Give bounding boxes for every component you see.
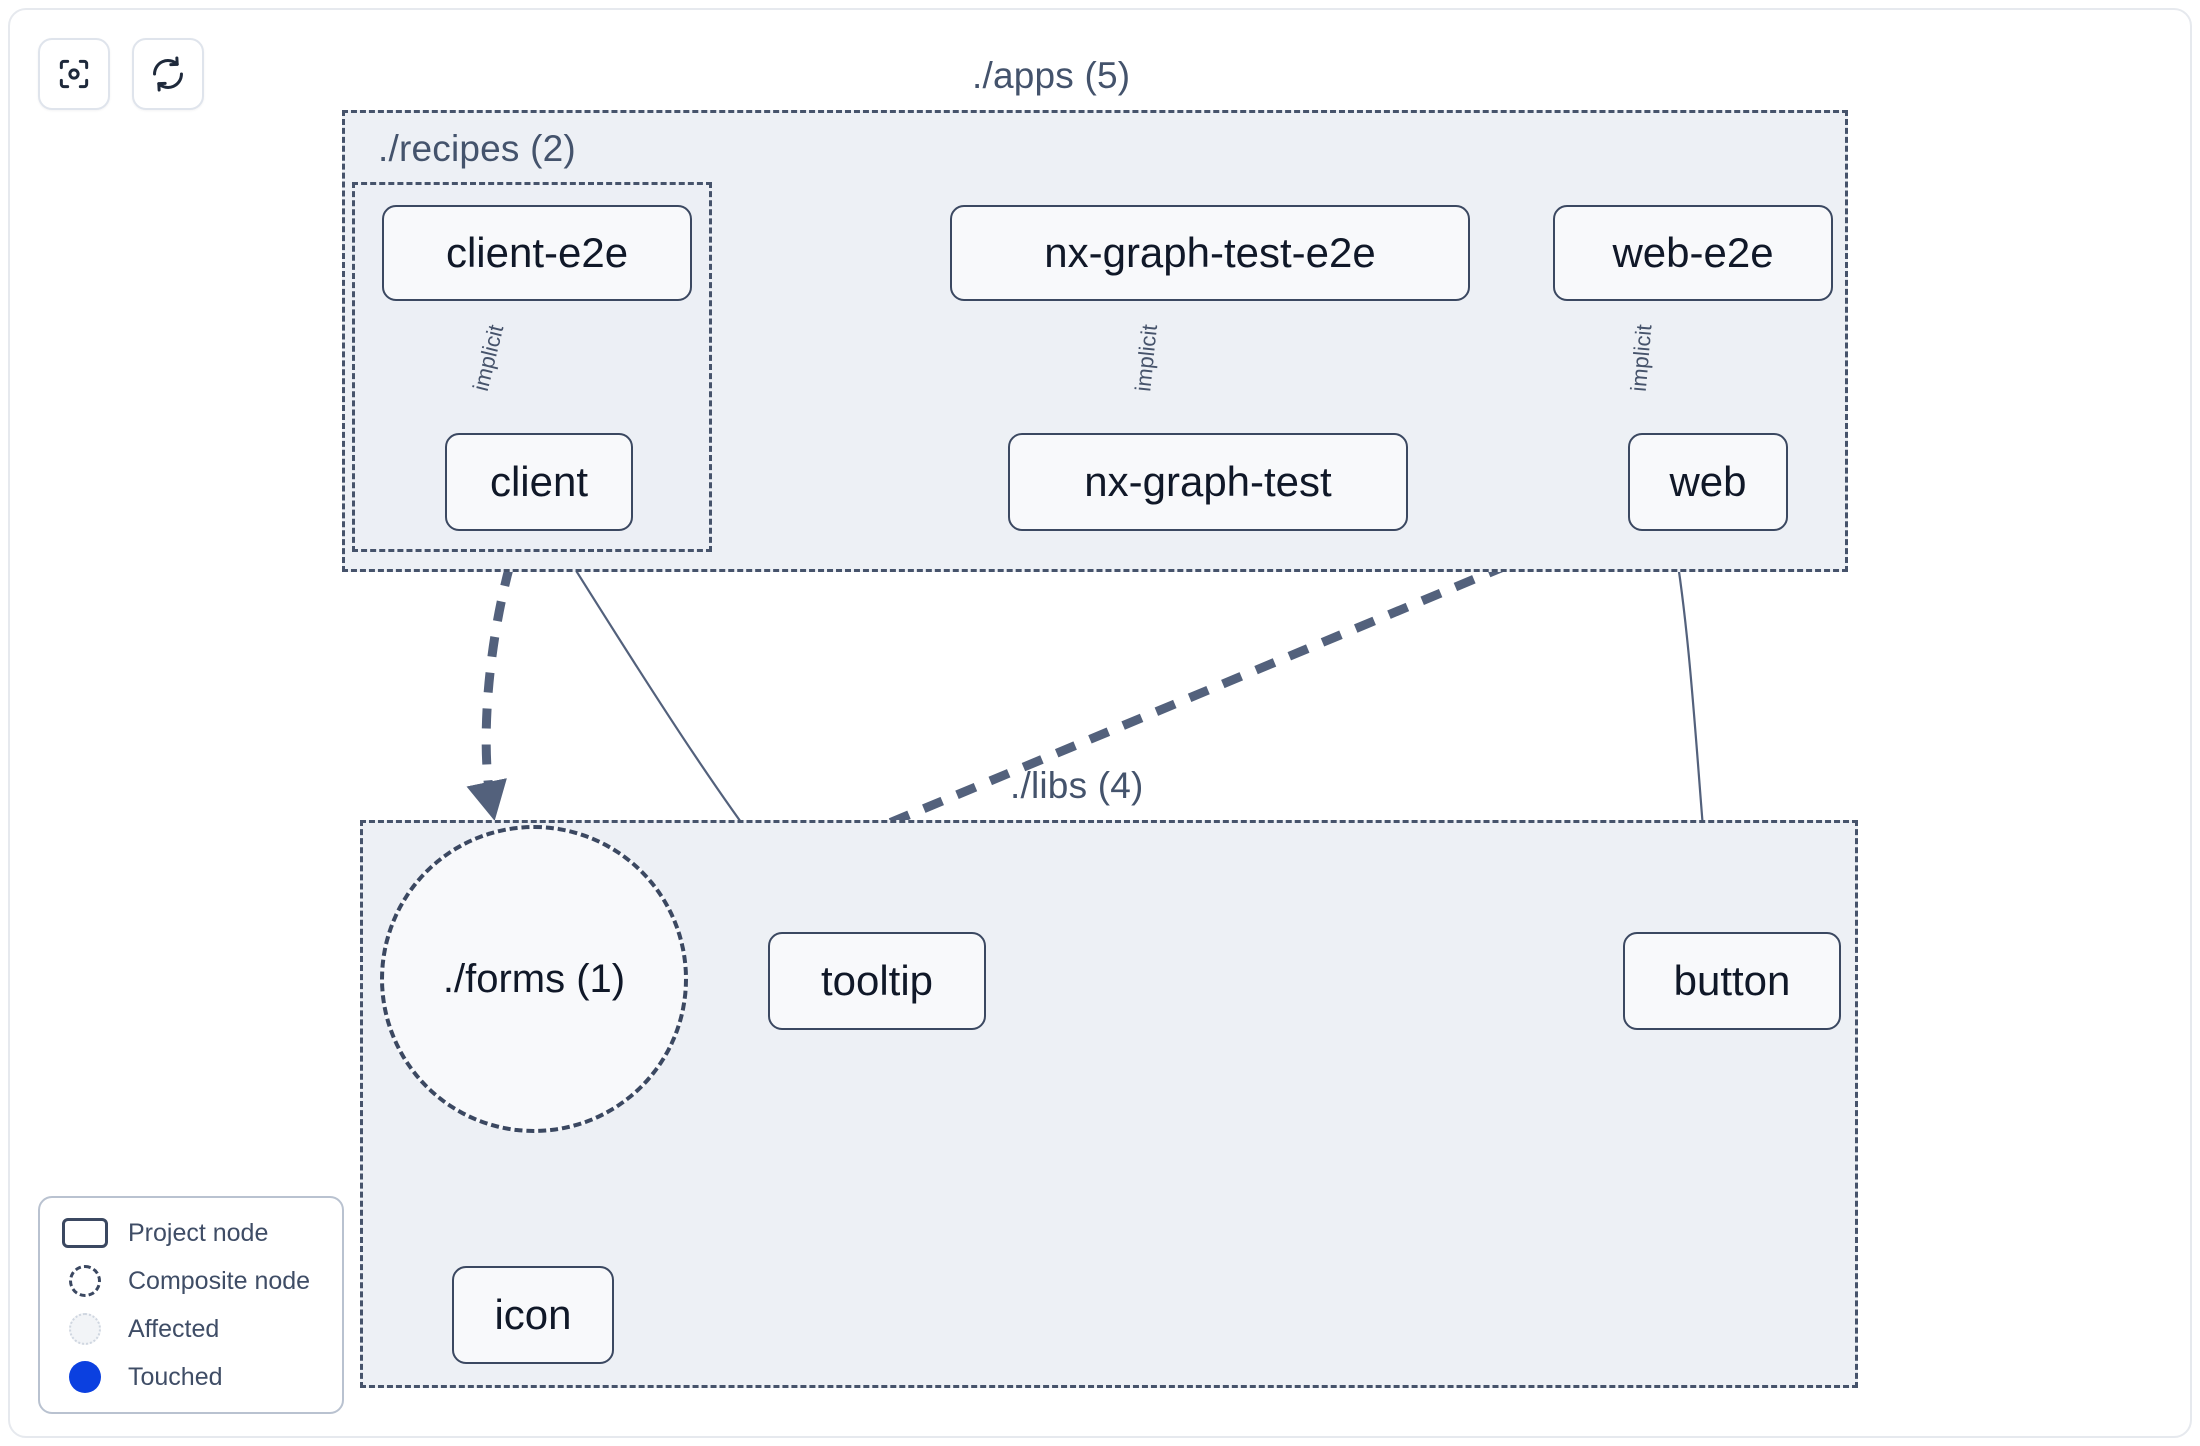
node-nx-graph-test-e2e[interactable]: nx-graph-test-e2e [950, 205, 1470, 301]
node-label: ./forms (1) [442, 956, 626, 1001]
graph-legend: Project node Composite node Affected Tou… [38, 1196, 344, 1414]
node-icon[interactable]: icon [452, 1266, 614, 1364]
legend-item-project-node: Project node [62, 1216, 322, 1250]
node-web[interactable]: web [1628, 433, 1788, 531]
composite-node-marker-icon [62, 1265, 108, 1297]
node-client[interactable]: client [445, 433, 633, 531]
node-label: icon [494, 1291, 572, 1338]
legend-item-touched: Touched [62, 1360, 322, 1394]
edge-web-to-forms [687, 505, 1642, 911]
focus-graph-button[interactable] [38, 38, 110, 110]
refresh-icon [149, 55, 187, 93]
node-label: tooltip [820, 957, 934, 1004]
node-label: button [1673, 957, 1791, 1004]
node-client-e2e[interactable]: client-e2e [382, 205, 692, 301]
node-label: web-e2e [1612, 229, 1774, 276]
refresh-graph-button[interactable] [132, 38, 204, 110]
affected-marker-icon [62, 1313, 108, 1345]
node-label: web [1669, 458, 1747, 505]
node-label: client-e2e [445, 229, 629, 276]
legend-label: Project node [128, 1218, 269, 1247]
node-label: nx-graph-test-e2e [1044, 229, 1376, 276]
project-node-marker-icon [62, 1218, 108, 1248]
node-web-e2e[interactable]: web-e2e [1553, 205, 1833, 301]
node-label: nx-graph-test [1084, 458, 1332, 505]
touched-marker-icon [62, 1361, 108, 1393]
graph-toolbar [38, 38, 204, 110]
node-tooltip[interactable]: tooltip [768, 932, 986, 1030]
node-button[interactable]: button [1623, 932, 1841, 1030]
group-label-apps: ./apps (5) [972, 55, 1131, 96]
legend-label: Touched [128, 1362, 223, 1391]
node-forms-composite[interactable]: ./forms (1) [380, 825, 688, 1133]
legend-label: Affected [128, 1314, 220, 1343]
node-nx-graph-test[interactable]: nx-graph-test [1008, 433, 1408, 531]
focus-target-icon [55, 55, 93, 93]
group-label-recipes: ./recipes (2) [378, 128, 576, 169]
node-label: client [489, 458, 589, 505]
group-label-libs: ./libs (4) [1010, 765, 1144, 806]
legend-label: Composite node [128, 1266, 311, 1295]
edge-client-to-forms [466, 530, 525, 821]
legend-item-affected: Affected [62, 1312, 322, 1346]
legend-item-composite-node: Composite node [62, 1264, 322, 1298]
